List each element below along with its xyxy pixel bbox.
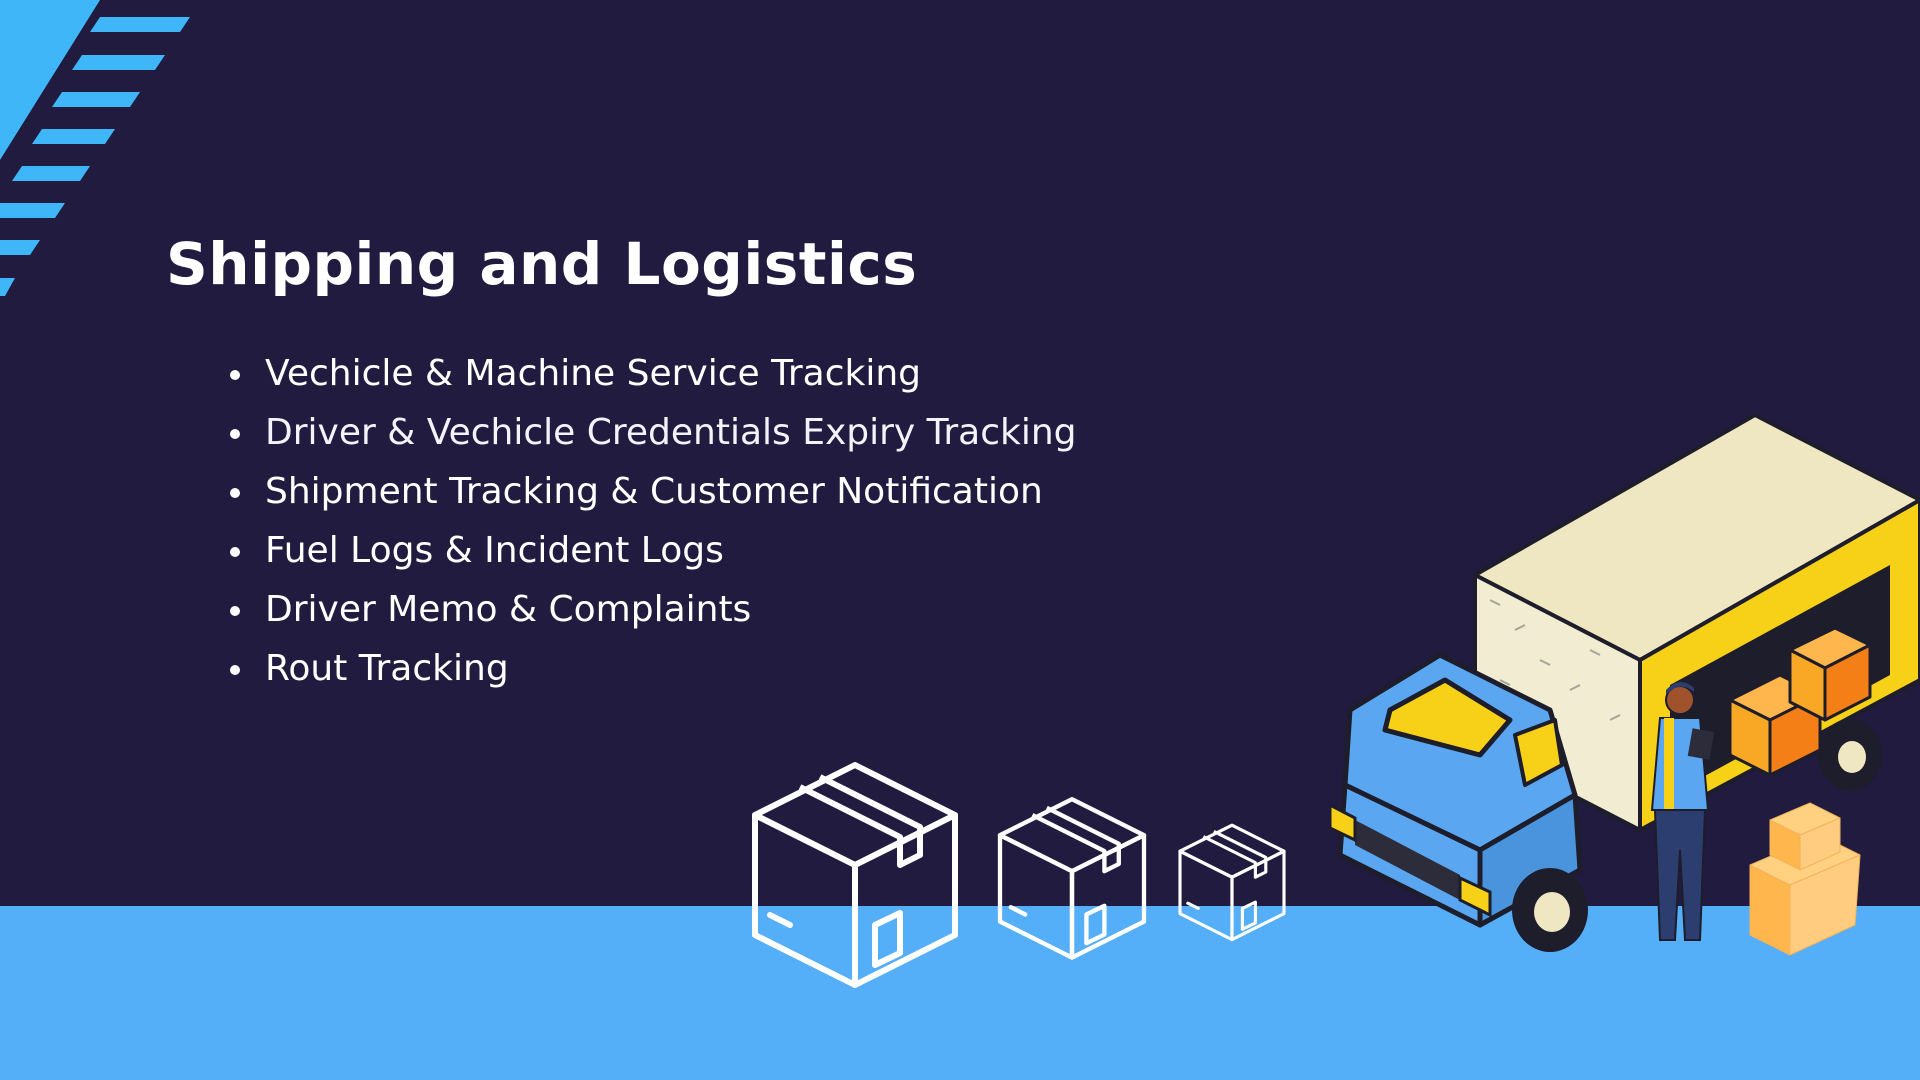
list-item-text: Shipment Tracking & Customer Notificatio… <box>265 471 1043 512</box>
list-item-text: Driver & Vechicle Credentials Expiry Tra… <box>265 412 1077 453</box>
bullet-dot <box>230 370 240 380</box>
floor-band <box>0 906 1920 1080</box>
list-item-text: Driver Memo & Complaints <box>265 589 752 630</box>
bullet-dot <box>230 488 240 498</box>
box-outline-icon <box>1178 823 1286 942</box>
list-item: Shipment Tracking & Customer Notificatio… <box>224 466 1077 525</box>
list-item: Fuel Logs & Incident Logs <box>224 525 1077 584</box>
list-item-text: Fuel Logs & Incident Logs <box>265 530 724 571</box>
diagonal-stripes-decoration <box>0 0 190 296</box>
slide-title: Shipping and Logistics <box>166 230 918 298</box>
list-item: Rout Tracking <box>224 643 1077 702</box>
feature-list: Vechicle & Machine Service Tracking Driv… <box>224 348 1077 702</box>
list-item-text: Rout Tracking <box>265 648 509 689</box>
bullet-dot <box>230 606 240 616</box>
bullet-dot <box>230 429 240 439</box>
bullet-dot <box>230 547 240 557</box>
list-item: Driver & Vechicle Credentials Expiry Tra… <box>224 407 1077 466</box>
list-item: Vechicle & Machine Service Tracking <box>224 348 1077 407</box>
box-outline-icon <box>1000 799 1144 957</box>
box-icons-group <box>750 750 1286 1000</box>
list-item: Driver Memo & Complaints <box>224 584 1077 643</box>
courier-person-illustration <box>1650 681 1715 941</box>
box-outline-icon <box>755 765 955 985</box>
list-item-text: Vechicle & Machine Service Tracking <box>265 353 921 394</box>
truck-illustration <box>1330 413 1920 956</box>
bullet-dot <box>230 665 240 675</box>
